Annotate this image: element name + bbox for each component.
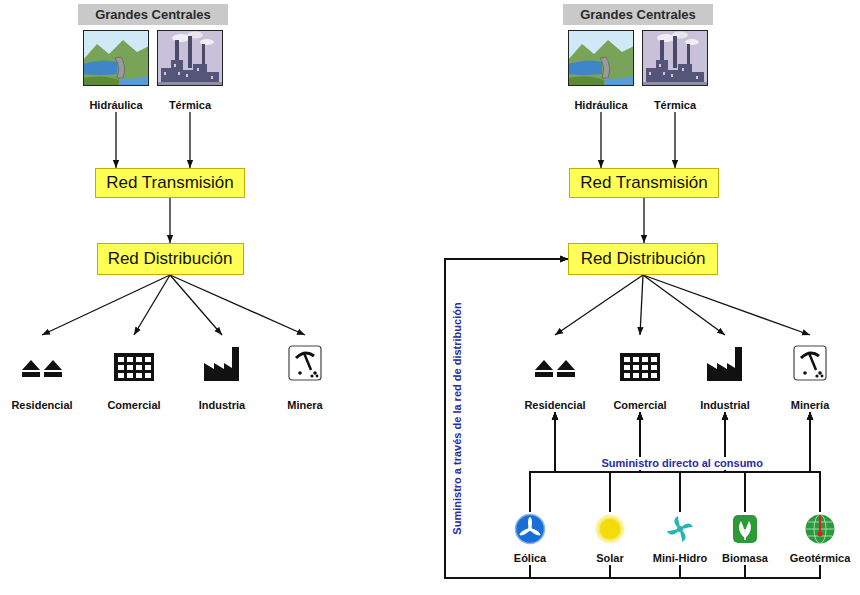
plant-box: Térmica: [639, 28, 711, 112]
thermal-plant-picture: [642, 30, 708, 86]
hydro-plant-picture: [83, 30, 149, 86]
node-label: Eólica: [514, 551, 546, 565]
grid-feed-line: [445, 259, 745, 578]
plant-box: Hidráulica: [80, 28, 152, 112]
node-label: Mini-Hidro: [653, 551, 707, 565]
flow-arrow: [170, 275, 222, 335]
flow-arrow: [189, 112, 190, 168]
node-label: Minera: [287, 398, 322, 412]
direct-supply-line: [555, 412, 820, 512]
node-label: Hidráulica: [89, 98, 142, 112]
node-label: Comercial: [613, 398, 666, 412]
node-label: Térmica: [169, 98, 211, 112]
plant-box: Hidráulica: [565, 28, 637, 112]
mining-icon: [794, 346, 826, 380]
flow-arrow: [555, 275, 643, 335]
thermal-plant-picture: [157, 30, 223, 86]
node-label: Minería: [791, 398, 830, 412]
grid-feed-line: [445, 259, 820, 578]
node-label: Solar: [596, 551, 624, 565]
consumer-node: Industrial: [687, 335, 763, 412]
consumer-node: Residencial: [4, 335, 80, 412]
flow-arrow: [115, 112, 116, 168]
mini-hydro-icon: [666, 515, 694, 543]
direct-supply-line: [530, 412, 555, 512]
flow-arrow: [674, 112, 675, 168]
flow-arrow: [640, 275, 643, 335]
flow-arrow: [134, 275, 170, 335]
node-label: Industrial: [700, 398, 750, 412]
flow-arrow: [169, 198, 170, 243]
geothermal-icon: [806, 515, 835, 544]
flow-arrow: [600, 112, 601, 168]
consumer-node: Comercial: [96, 335, 172, 412]
consumer-node: Minería: [772, 335, 848, 412]
node-label: Residencial: [524, 398, 585, 412]
source-icons: [516, 514, 835, 544]
plant-box: Térmica: [154, 28, 226, 112]
node-label: Red Transmisión: [580, 173, 708, 193]
node-label: Red Transmisión: [106, 173, 234, 193]
plant-group: Grandes CentralesHidráulica Térmica: [563, 4, 713, 116]
node-label: Comercial: [107, 398, 160, 412]
network-box: Red Transmisión: [569, 168, 719, 198]
hydro-plant-picture: [568, 30, 634, 86]
node-label: Grandes Centrales: [563, 4, 713, 25]
plant-group: Grandes CentralesHidráulica Térmica: [78, 4, 228, 116]
mining-icon: [289, 346, 321, 380]
consumer-node: Industria: [184, 335, 260, 412]
industry-icon: [204, 347, 239, 381]
flow-arrow: [643, 275, 810, 335]
residential-icon: [22, 360, 62, 377]
network-box: Red Distribución: [97, 243, 244, 275]
power-plant-pictures: [83, 30, 708, 86]
solar-icon: [595, 514, 625, 544]
source-node: Solar: [577, 512, 643, 565]
node-label: Red Distribución: [581, 249, 706, 269]
consumer-node: Minera: [267, 335, 343, 412]
node-label: Geotérmica: [790, 551, 851, 565]
node-label: Hidráulica: [574, 98, 627, 112]
node-label: Biomasa: [722, 551, 768, 565]
direct-supply-line: [810, 412, 820, 512]
grid-feed-line: [445, 259, 680, 578]
consumer-icons: [22, 346, 826, 381]
flow-arrow: [170, 275, 305, 335]
node-label: Térmica: [654, 98, 696, 112]
source-node: Geotérmica: [787, 512, 854, 565]
commercial-icon: [620, 353, 660, 381]
network-box: Red Distribución: [568, 243, 718, 275]
flow-arrow: [643, 275, 725, 335]
commercial-icon: [114, 353, 154, 381]
node-label: Residencial: [11, 398, 72, 412]
flow-arrow: [643, 198, 644, 243]
source-node: Mini-Hidro: [647, 512, 713, 565]
source-node: Biomasa: [712, 512, 778, 565]
feed-label: Suministro a través de la red de distrib…: [451, 302, 464, 534]
wind-icon: [516, 515, 545, 544]
source-node: Eólica: [497, 512, 563, 565]
direct-supply-line: [530, 412, 810, 512]
bus-label: Suministro directo al consumo: [600, 457, 765, 470]
node-label: Grandes Centrales: [78, 4, 228, 25]
residential-icon: [535, 360, 575, 377]
grid-feed-line: [445, 259, 568, 578]
node-label: Industria: [199, 398, 245, 412]
consumer-node: Comercial: [602, 335, 678, 412]
grid-feed-line: [445, 259, 610, 578]
consumer-node: Residencial: [517, 335, 593, 412]
node-label: Red Distribución: [108, 249, 233, 269]
industry-icon: [707, 347, 742, 381]
biomass-icon: [733, 515, 757, 543]
flow-arrow: [42, 275, 170, 335]
network-box: Red Transmisión: [95, 168, 245, 198]
